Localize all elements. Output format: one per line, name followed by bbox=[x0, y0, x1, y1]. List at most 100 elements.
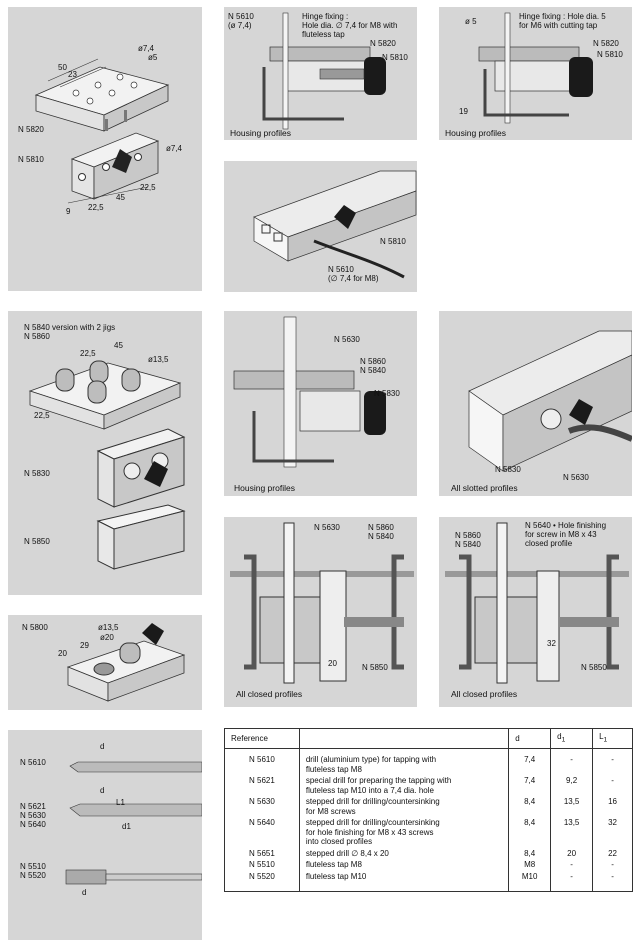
figure-panel-slotted-profiles: N 5830 N 5630 All slotted profiles bbox=[439, 311, 632, 496]
cell-d: 8,4 bbox=[508, 817, 552, 848]
jig-illustration bbox=[28, 360, 186, 570]
caption-all-closed-profiles: All closed profiles bbox=[236, 689, 303, 699]
header-l1-sub: 1 bbox=[603, 736, 608, 744]
caption-housing-profiles: Housing profiles bbox=[230, 128, 291, 138]
dim-45: 45 bbox=[116, 193, 125, 202]
caption-housing-profiles: Housing profiles bbox=[445, 128, 506, 138]
cell-description: stepped drill ∅ 8,4 x 20 bbox=[298, 847, 510, 860]
cell-d1: - bbox=[550, 870, 594, 893]
label-n5860-n5840: N 5860 N 5840 bbox=[455, 531, 481, 549]
header-d: d bbox=[508, 727, 552, 750]
table-header-row: Reference d d1 L1 bbox=[224, 727, 633, 750]
cell-description: fluteless tap M8 bbox=[298, 859, 510, 871]
dim-d-b: d bbox=[100, 786, 105, 795]
header-description bbox=[298, 727, 510, 750]
label-n5610: N 5610 (∅ 7,4 for M8) bbox=[328, 265, 379, 283]
header-reference: Reference bbox=[224, 727, 300, 750]
cell-description: drill (aluminium type) for tapping with … bbox=[298, 748, 510, 776]
header-l1-main: L bbox=[599, 732, 604, 741]
profile-illustration bbox=[468, 330, 632, 472]
cell-description: stepped drill for drilling/countersinkin… bbox=[298, 817, 510, 848]
cell-d1: 13,5 bbox=[550, 817, 594, 848]
dim-29: 29 bbox=[80, 641, 89, 650]
figure-panel-profile-jig: N 5810 N 5610 (∅ 7,4 for M8) bbox=[224, 161, 417, 292]
cell-d1: - bbox=[550, 859, 594, 871]
dim-32: 32 bbox=[547, 639, 556, 648]
label-n5510-n5520: N 5510 N 5520 bbox=[20, 862, 46, 880]
clamp-section-illustration bbox=[230, 522, 414, 684]
figure-panel-n5840-version: N 5840 version with 2 jigs N 5860 N 5830… bbox=[8, 311, 202, 595]
label-n5850: N 5850 bbox=[24, 537, 50, 546]
label-n5830: N 5830 bbox=[374, 389, 400, 398]
dim-d: d bbox=[100, 742, 105, 751]
drills-illustration bbox=[65, 761, 202, 885]
cell-l1: - bbox=[592, 775, 633, 797]
dim-22-5-a: 22,5 bbox=[88, 203, 104, 212]
dim-20: ø20 bbox=[100, 633, 114, 642]
label-n5850: N 5850 bbox=[362, 663, 388, 672]
cell-description: stepped drill for drilling/countersinkin… bbox=[298, 796, 510, 818]
cell-description: special drill for preparing the tapping … bbox=[298, 775, 510, 797]
figure-panel-housing-n5630: N 5630 N 5860 N 5840 N 5830 Housing prof… bbox=[224, 311, 417, 496]
figure-panel-drills: N 5610 N 5621 N 5630 N 5640 N 5510 N 552… bbox=[8, 730, 202, 940]
label-19: 19 bbox=[459, 107, 468, 116]
header-l1: L1 bbox=[592, 727, 633, 750]
label-n5860-n5840: N 5860 N 5840 bbox=[360, 357, 386, 375]
label-n5830: N 5830 bbox=[24, 469, 50, 478]
figure-panel-hinge-fixing-m8: N 5610 (ø 7,4) Hinge fixing : Hole dia. … bbox=[224, 7, 417, 140]
label-n5630: N 5630 bbox=[334, 335, 360, 344]
label-n5820: N 5820 bbox=[593, 39, 619, 48]
dim-l1: L1 bbox=[116, 798, 125, 807]
cell-reference: N 5651 bbox=[224, 847, 300, 860]
dim-13-5: ø13,5 bbox=[98, 623, 119, 632]
jig-illustration bbox=[34, 58, 170, 204]
figure-panel-closed-profiles-a: N 5630 N 5860 N 5840 N 5850 20 All close… bbox=[224, 517, 417, 707]
section-illustration bbox=[233, 316, 386, 468]
caption-housing-profiles: Housing profiles bbox=[234, 483, 295, 493]
label-n5610: N 5610 bbox=[20, 758, 46, 767]
jig-illustration bbox=[66, 623, 186, 702]
label-n5820: N 5820 bbox=[18, 125, 44, 134]
label-n5810: N 5810 bbox=[380, 237, 406, 246]
cell-reference: N 5640 bbox=[224, 817, 300, 848]
clamp-section-illustration bbox=[445, 522, 629, 684]
figure-panel-hinge-fixing-m6: ø 5 Hinge fixing : Hole dia. 5 for M6 wi… bbox=[439, 7, 632, 140]
dim-45: 45 bbox=[114, 341, 123, 350]
label-n5630: N 5630 bbox=[563, 473, 589, 482]
cell-d1: 13,5 bbox=[550, 796, 594, 818]
cell-l1: 22 bbox=[592, 847, 633, 860]
cell-reference: N 5520 bbox=[224, 870, 300, 893]
figure-panel-closed-profiles-b: N 5860 N 5840 N 5640 • Hole finishing fo… bbox=[439, 517, 632, 707]
label-n5850: N 5850 bbox=[581, 663, 607, 672]
cell-d: M8 bbox=[508, 859, 552, 871]
cell-reference: N 5630 bbox=[224, 796, 300, 818]
dim-20: 20 bbox=[328, 659, 337, 668]
cell-d1: 20 bbox=[550, 847, 594, 860]
header-d1-sub: 1 bbox=[561, 736, 566, 744]
figure-panel-jig-n5820-n5810: N 5820 N 5810 ø7,4 ø5 50 23 ø7,4 22,5 45… bbox=[8, 7, 202, 291]
dim-50: 50 bbox=[58, 63, 67, 72]
cell-l1: - bbox=[592, 748, 633, 776]
dim-hole-7-4-b: ø7,4 bbox=[166, 144, 183, 153]
label-n5820: N 5820 bbox=[370, 39, 396, 48]
label-dia-5: ø 5 bbox=[465, 17, 477, 26]
label-n5810: N 5810 bbox=[382, 53, 408, 62]
cell-d: M10 bbox=[508, 870, 552, 893]
cell-d: 7,4 bbox=[508, 748, 552, 776]
dim-20-b: 20 bbox=[58, 649, 67, 658]
cell-description: fluteless tap M10 bbox=[298, 870, 510, 893]
dim-22-5-b: 22,5 bbox=[34, 411, 50, 420]
label-n5840-version: N 5840 version with 2 jigs N 5860 bbox=[24, 323, 116, 341]
header-d1: d1 bbox=[550, 727, 594, 750]
dim-d1: d1 bbox=[122, 822, 131, 831]
label-n5860-n5840: N 5860 N 5840 bbox=[368, 523, 394, 541]
label-n5640-hole-finishing: N 5640 • Hole finishing for screw in M8 … bbox=[525, 521, 607, 548]
dim-hole-7-4: ø7,4 bbox=[138, 44, 155, 53]
cell-reference: N 5610 bbox=[224, 748, 300, 776]
figure-panel-n5800: N 5800 ø13,5 ø20 29 20 bbox=[8, 615, 202, 710]
dim-9: 9 bbox=[66, 207, 71, 216]
